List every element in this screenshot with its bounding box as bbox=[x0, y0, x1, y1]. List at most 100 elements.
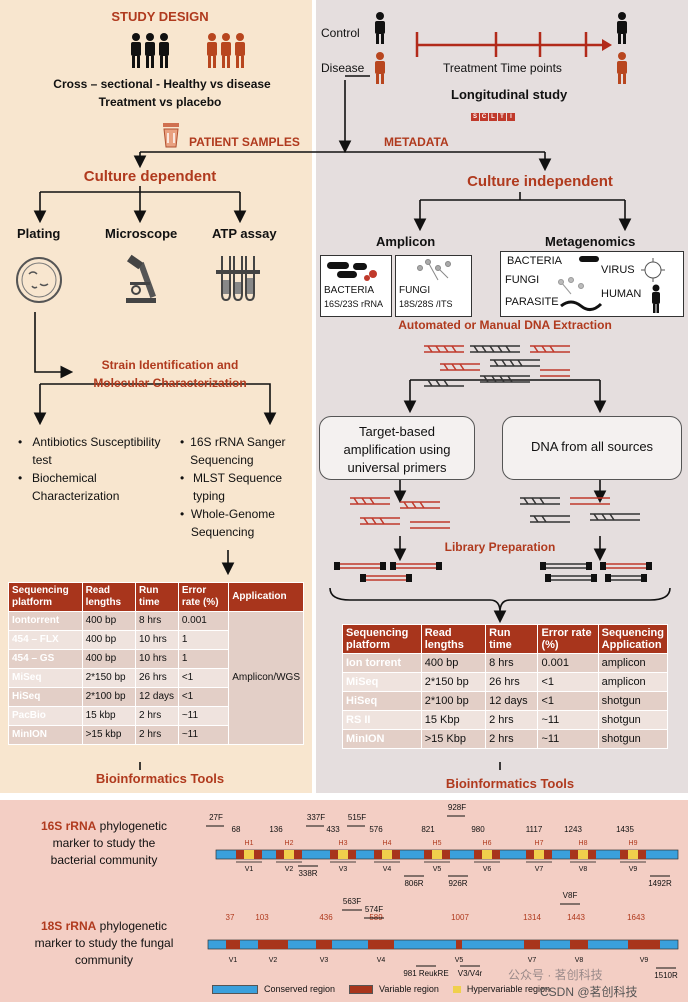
gene-maps: H1V168H2V2136H3V3433H4V4576H5V5821H6V698… bbox=[206, 803, 679, 980]
position-label: 1243 bbox=[564, 825, 582, 834]
study-design-title: STUDY DESIGN bbox=[111, 9, 209, 24]
v-region-label: V5 bbox=[433, 866, 442, 873]
position-label: 436 bbox=[319, 913, 333, 922]
library-strands bbox=[334, 562, 652, 582]
v-region-label: V5 bbox=[455, 957, 464, 964]
legend-conserved: Conserved region bbox=[264, 984, 336, 994]
hypervariable-region bbox=[482, 850, 492, 859]
position-label: 576 bbox=[369, 825, 383, 834]
fungi-icon bbox=[417, 259, 451, 281]
method-atp-assay: ATP assay bbox=[212, 226, 277, 241]
v-region-label: V7 bbox=[528, 957, 537, 964]
meta-fungi: FUNGI bbox=[505, 274, 540, 286]
fungi-label: FUNGI bbox=[399, 285, 431, 296]
study-design-line1: Cross – sectional - Healthy vs disease bbox=[53, 77, 271, 91]
legend-swatch-variable bbox=[349, 984, 374, 994]
variable-region bbox=[226, 940, 240, 949]
table-header: Run time bbox=[134, 582, 179, 612]
table-header-row: Sequencing platform Read lengths Run tim… bbox=[342, 624, 669, 654]
watermark-wechat: 公众号 · 茗创科技 bbox=[508, 968, 603, 982]
forward-primer-label: V8F bbox=[563, 891, 578, 900]
position-label: 821 bbox=[421, 825, 435, 834]
position-label: 1314 bbox=[523, 913, 541, 922]
v-region-label: V8 bbox=[575, 957, 584, 964]
meta-human: HUMAN bbox=[601, 288, 642, 300]
flow-connectors bbox=[33, 75, 671, 770]
position-label: 103 bbox=[255, 913, 269, 922]
position-label: 433 bbox=[326, 825, 340, 834]
forward-primer-label: 337F bbox=[307, 813, 325, 822]
disease-people-icon bbox=[207, 33, 245, 68]
metagenomics-icons bbox=[558, 256, 665, 313]
left-bullets: •Antibiotics Susceptibility test •Bioche… bbox=[18, 433, 168, 505]
strain-title-1: Strain Identification and bbox=[101, 358, 239, 372]
reverse-primer-label: V3/V4r bbox=[458, 969, 483, 978]
bioinformatics-right: Bioinformatics Tools bbox=[445, 776, 575, 791]
variable-region bbox=[368, 940, 394, 949]
time-points-label: Treatment Time points bbox=[443, 61, 562, 75]
h-region-label: H7 bbox=[535, 840, 544, 847]
bullet-item: •Biochemical Characterization bbox=[18, 471, 120, 503]
forward-primer-label: 563F bbox=[343, 897, 361, 906]
variable-region bbox=[316, 940, 332, 949]
fungus-icon bbox=[558, 277, 584, 295]
table-header: Error rate (%) bbox=[537, 624, 599, 654]
bacteria-sub: 16S/23S rRNA bbox=[324, 299, 384, 309]
h-region-label: H1 bbox=[245, 840, 254, 847]
position-label: 136 bbox=[269, 825, 283, 834]
timeline-arrow-head bbox=[602, 39, 612, 51]
forward-primer-label: 27F bbox=[209, 813, 223, 822]
disease-person-end-icon bbox=[617, 52, 627, 84]
parasite-icon bbox=[560, 300, 603, 311]
metadata-boxes: S C L T I bbox=[471, 113, 515, 121]
watermark: CSDN @茗创科技 bbox=[540, 985, 638, 999]
reverse-primer-label: 806R bbox=[404, 879, 423, 888]
table-header: Sequencing platform bbox=[8, 582, 83, 612]
meta-bacteria: BACTERIA bbox=[507, 255, 563, 267]
v-region-label: V2 bbox=[285, 866, 294, 873]
sample-cup-icon bbox=[163, 123, 179, 148]
legend-swatch-hypervariable bbox=[452, 985, 461, 993]
bacteria-amplicon-box: BACTERIA 16S/23S rRNA bbox=[320, 255, 392, 317]
table-header: Application bbox=[228, 582, 304, 612]
table-header-row: Sequencing platform Read lengths Run tim… bbox=[8, 582, 304, 612]
reverse-primer-label: 1510R bbox=[654, 971, 678, 980]
v-region-label: V3 bbox=[320, 957, 329, 964]
v-region-label: V9 bbox=[629, 866, 638, 873]
bacteria-label: BACTERIA bbox=[324, 285, 375, 296]
method-plating: Plating bbox=[17, 226, 61, 241]
h-region-label: H6 bbox=[483, 840, 492, 847]
position-label: 1443 bbox=[567, 913, 585, 922]
v-region-label: V6 bbox=[483, 866, 492, 873]
right-platform-table: Sequencing platform Read lengths Run tim… bbox=[342, 624, 669, 749]
hypervariable-region bbox=[382, 850, 392, 859]
target-amplification-box: Target-based amplification using univers… bbox=[319, 416, 475, 480]
culture-dependent-title: Culture dependent bbox=[83, 168, 217, 185]
metagenomics-box: BACTERIA FUNGI PARASITE VIRUS HUMAN bbox=[500, 251, 684, 317]
timeline-arrow bbox=[415, 32, 602, 57]
hypervariable-region bbox=[534, 850, 544, 859]
metadata-box: L bbox=[489, 113, 497, 121]
bullet-item: •Whole-Genome Sequencing bbox=[180, 507, 275, 539]
legend-variable: Variable region bbox=[379, 984, 439, 994]
variable-region bbox=[456, 940, 462, 949]
longitudinal-title: Longitudinal study bbox=[451, 87, 568, 102]
table-header: Sequencing platform bbox=[342, 624, 422, 654]
h-region-label: H2 bbox=[285, 840, 294, 847]
metadata-box: T bbox=[498, 113, 506, 121]
marker-panel bbox=[0, 800, 688, 1002]
patient-samples-label: PATIENT SAMPLES bbox=[189, 135, 300, 149]
hypervariable-region bbox=[578, 850, 588, 859]
variable-region bbox=[570, 940, 588, 949]
bacterium-icon bbox=[579, 256, 599, 262]
extraction-label: Automated or Manual DNA Extraction bbox=[398, 318, 612, 332]
culture-independent-title: Culture independent bbox=[467, 173, 613, 190]
v-region-label: V4 bbox=[383, 866, 392, 873]
